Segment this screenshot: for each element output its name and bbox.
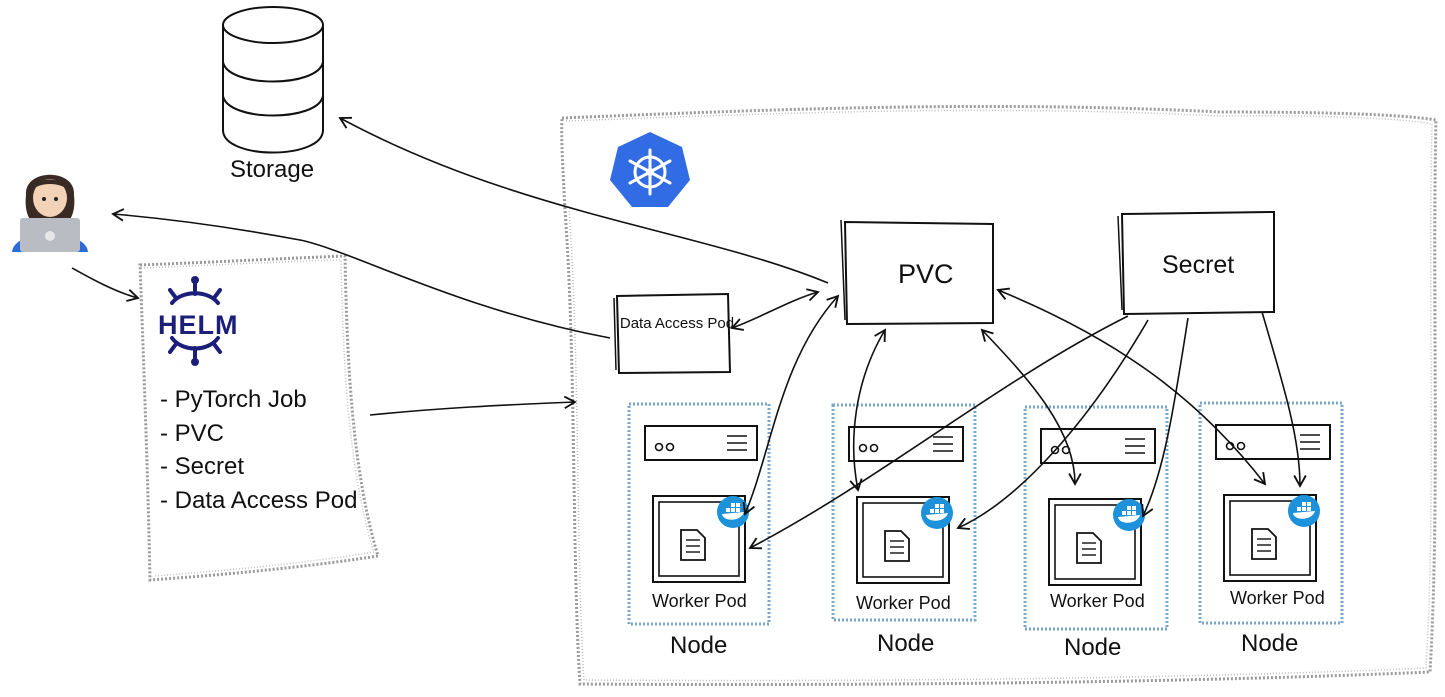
pvc-box bbox=[840, 219, 994, 326]
node-1 bbox=[627, 402, 771, 626]
worker-pod-label: Worker Pod bbox=[1230, 588, 1325, 608]
server-icon bbox=[1215, 424, 1331, 460]
worker-pod-label: Worker Pod bbox=[1050, 591, 1145, 611]
node-label: Node bbox=[1064, 634, 1122, 661]
helm-item-pvc: - PVC bbox=[160, 420, 225, 447]
data-access-pod-box bbox=[613, 292, 732, 375]
worker-pod-box bbox=[1223, 494, 1320, 582]
worker-pod-box bbox=[856, 496, 953, 584]
helm-item-pytorch-job: - PyTorch Job bbox=[160, 386, 307, 413]
worker-pod-box bbox=[652, 495, 749, 583]
arrow-pvc-worker1 bbox=[742, 294, 840, 516]
arrow-secret-worker2 bbox=[956, 319, 1149, 530]
arrows bbox=[71, 116, 1307, 550]
storage-cylinder-icon bbox=[222, 6, 324, 154]
docker-icon bbox=[921, 497, 953, 529]
arrow-secret-worker4 bbox=[1261, 311, 1307, 488]
document-icon bbox=[1251, 528, 1277, 560]
secret-label: Secret bbox=[1162, 251, 1235, 279]
document-icon bbox=[680, 529, 706, 561]
document-icon bbox=[884, 530, 910, 562]
arrow-secret-worker3 bbox=[1141, 317, 1189, 518]
docker-icon bbox=[1113, 499, 1145, 531]
arrow-helm-to-cluster bbox=[369, 395, 577, 416]
arrow-user-to-helm bbox=[71, 267, 140, 302]
worker-pod-box bbox=[1048, 498, 1145, 586]
helm-box bbox=[138, 254, 380, 582]
helm-item-secret: - Secret bbox=[160, 453, 245, 480]
arrow-pvc-worker2 bbox=[849, 328, 886, 492]
helm-logo-text: HELM bbox=[158, 310, 239, 340]
docker-icon bbox=[717, 496, 749, 528]
node-frame bbox=[1023, 405, 1169, 631]
nodes-layer bbox=[627, 401, 1344, 631]
worker-pod-label: Worker Pod bbox=[856, 593, 951, 613]
document-icon bbox=[1076, 532, 1102, 564]
node-frame bbox=[831, 403, 977, 622]
node-label: Node bbox=[1241, 630, 1299, 657]
server-icon bbox=[644, 425, 758, 461]
docker-icon bbox=[1288, 495, 1320, 527]
kubernetes-helm-wheel-icon bbox=[610, 132, 690, 207]
storage-label: Storage bbox=[230, 156, 315, 183]
data-access-pod-label: Data Access Pod bbox=[619, 315, 735, 332]
node-label: Node bbox=[877, 630, 935, 657]
node-2 bbox=[831, 403, 977, 622]
node-label: Node bbox=[670, 632, 728, 659]
person-with-laptop-icon bbox=[12, 174, 88, 252]
arrow-pvc-to-storage bbox=[338, 116, 829, 284]
arrow-dap-pvc bbox=[730, 288, 820, 331]
server-icon bbox=[848, 426, 964, 462]
helm-logo-icon bbox=[168, 276, 222, 366]
cluster-boundary bbox=[560, 104, 1438, 686]
worker-pod-label: Worker Pod bbox=[652, 591, 747, 611]
arrow-dap-to-user bbox=[111, 208, 611, 339]
arrow-pvc-worker4 bbox=[996, 287, 1267, 486]
node-4 bbox=[1198, 401, 1344, 625]
node-frame bbox=[1198, 401, 1344, 625]
helm-item-data-access-pod: - Data Access Pod bbox=[160, 487, 358, 514]
pvc-label: PVC bbox=[898, 259, 954, 289]
arrow-secret-worker1 bbox=[748, 315, 1129, 550]
